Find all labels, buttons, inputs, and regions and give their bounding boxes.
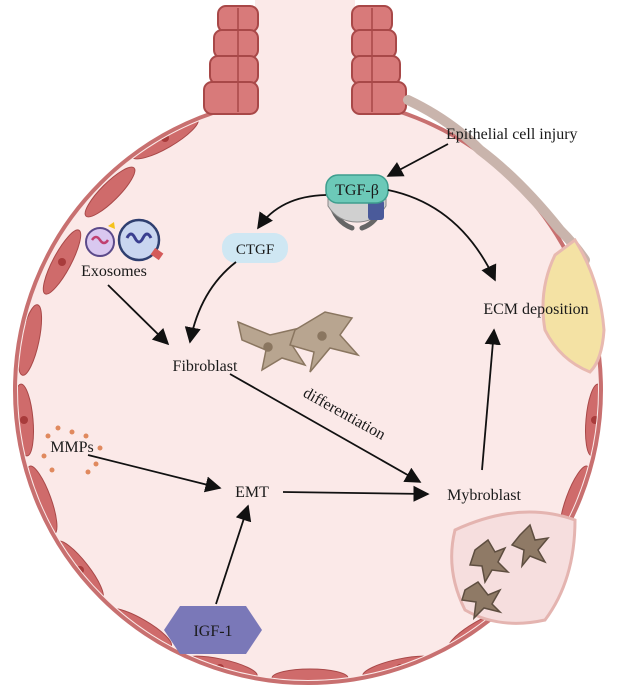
arrow-mmps-to-emt bbox=[87, 454, 222, 493]
label-epithelial-injury: Epithelial cell injury bbox=[446, 126, 578, 143]
label-myofibroblast: Mybroblast bbox=[447, 487, 521, 504]
label-igf1: IGF-1 bbox=[193, 623, 232, 640]
arrow-myofibroblast-to-ecm bbox=[481, 328, 501, 471]
myofibroblast-cell-icon bbox=[461, 523, 550, 621]
arrow-ctgf-to-fibroblast bbox=[184, 261, 237, 344]
label-tgf-beta: TGF-β bbox=[335, 182, 379, 199]
label-emt: EMT bbox=[235, 484, 269, 501]
label-mmps: MMPs bbox=[50, 439, 94, 456]
fibroblast-cell-icon bbox=[236, 311, 361, 373]
igf1-hexagon bbox=[164, 606, 262, 654]
pathway-arrows bbox=[87, 143, 501, 605]
arrow-igf1-to-emt bbox=[215, 504, 252, 605]
ctgf-pill bbox=[222, 233, 288, 263]
arrow-fibroblast-to-myofibroblast bbox=[229, 373, 422, 483]
arrow-tgf-to-ctgf bbox=[257, 194, 327, 230]
mmp-dots bbox=[41, 425, 103, 475]
arrow-exosomes-to-fibroblast bbox=[107, 284, 170, 346]
label-fibroblast: Fibroblast bbox=[173, 358, 238, 375]
label-ecm-deposition: ECM deposition bbox=[483, 301, 588, 318]
airway-lumen bbox=[255, 0, 355, 110]
exosome-vesicle-icon bbox=[85, 218, 164, 262]
myofibroblast-pocket bbox=[450, 510, 577, 625]
arrow-emt-to-myofibroblast bbox=[282, 485, 430, 502]
epithelial-cells-right bbox=[351, 5, 407, 115]
tgf-beta-receptor-icon bbox=[325, 174, 389, 231]
label-ctgf: CTGF bbox=[236, 242, 274, 258]
arrow-tgf-to-ecm bbox=[387, 189, 497, 282]
epithelial-cells-left bbox=[203, 5, 259, 115]
ecm-blob bbox=[541, 237, 606, 374]
label-exosomes: Exosomes bbox=[81, 263, 147, 280]
arrow-injury-to-tgf bbox=[386, 143, 449, 177]
